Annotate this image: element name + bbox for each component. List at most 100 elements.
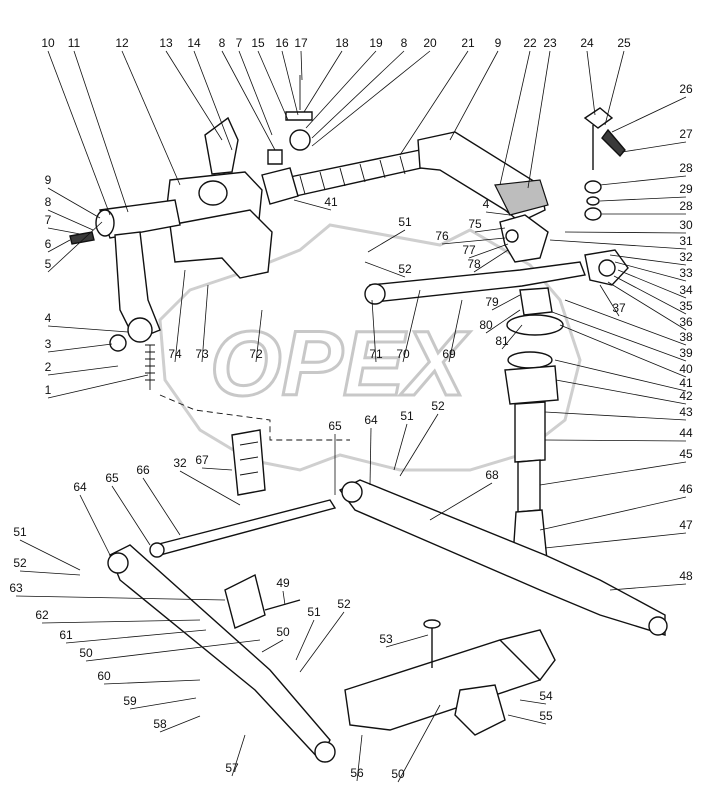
callout-30: 30 [679, 218, 693, 232]
callout-32a: 32 [679, 250, 693, 264]
leader-line-64b [79, 494, 111, 556]
right-lower-link [338, 479, 668, 636]
leader-line-71 [371, 299, 377, 363]
leader-line-12 [121, 50, 181, 186]
callout-48: 48 [679, 569, 693, 583]
callout-50b: 50 [276, 625, 290, 639]
callout-57: 57 [225, 761, 239, 775]
callout-39: 39 [679, 346, 693, 360]
leader-line-8a [221, 50, 276, 151]
leader-line-26 [611, 96, 687, 133]
leader-line-21 [399, 50, 469, 156]
leader-line-6 [47, 239, 71, 253]
leader-line-66 [142, 477, 181, 536]
callout-64a: 64 [364, 413, 378, 427]
leader-line-27 [621, 141, 687, 153]
leader-line-74 [174, 269, 186, 363]
callout-44: 44 [679, 426, 693, 440]
leader-line-56 [356, 734, 363, 782]
leader-line-7b [47, 227, 81, 235]
leader-line-46 [539, 496, 687, 531]
leader-line-5 [47, 221, 103, 273]
leader-line-76 [441, 237, 506, 245]
leader-line-65b [111, 485, 151, 546]
callout-55: 55 [539, 709, 553, 723]
leader-line-52c [19, 570, 81, 576]
callout-64b: 64 [73, 480, 87, 494]
callout-51d: 51 [307, 605, 321, 619]
callout-67: 67 [195, 453, 209, 467]
callout-73: 73 [195, 347, 209, 361]
callout-66: 66 [136, 463, 150, 477]
callout-35: 35 [679, 299, 693, 313]
leader-line-50a [85, 639, 261, 662]
leader-line-54 [519, 699, 547, 705]
leader-line-36 [607, 281, 687, 331]
leader-line-62 [41, 619, 201, 624]
leader-line-50b [261, 639, 284, 653]
callout-60: 60 [97, 669, 111, 683]
callout-16: 16 [275, 36, 289, 50]
callout-33: 33 [679, 266, 693, 280]
leader-line-17 [300, 50, 303, 81]
lift-rod-assembly [504, 287, 564, 573]
callout-49: 49 [276, 576, 290, 590]
callout-62: 62 [35, 608, 49, 622]
leader-line-18 [303, 50, 343, 113]
callout-21: 21 [461, 36, 475, 50]
callout-52c: 52 [13, 556, 27, 570]
leader-line-16 [281, 50, 299, 116]
leader-line-41b [293, 199, 332, 211]
leader-line-8b [311, 50, 405, 139]
leader-line-59 [129, 697, 197, 710]
callout-79: 79 [485, 295, 499, 309]
callout-28a: 28 [679, 161, 693, 175]
leader-line-52d [299, 611, 345, 673]
leader-line-40 [559, 324, 687, 378]
callout-69: 69 [442, 347, 456, 361]
callout-36: 36 [679, 315, 693, 329]
callout-52b: 52 [431, 399, 445, 413]
leader-line-30 [564, 231, 687, 234]
leader-line-14 [193, 50, 233, 151]
leader-line-42 [555, 379, 687, 405]
leader-line-73 [201, 284, 209, 363]
left-lower-link [107, 544, 336, 763]
leader-line-24 [586, 50, 596, 116]
leader-line-49 [282, 590, 286, 606]
callout-56: 56 [350, 766, 364, 780]
leader-line-4b [485, 211, 511, 216]
leader-line-20 [311, 50, 431, 147]
leader-line-64a [369, 427, 372, 486]
watermark: OPEX [158, 223, 582, 472]
callout-28b: 28 [679, 199, 693, 213]
callout-46: 46 [679, 482, 693, 496]
leader-line-34 [617, 269, 687, 299]
leader-line-41a [554, 359, 687, 392]
control-handle-assembly [583, 107, 629, 286]
leader-line-53 [385, 634, 429, 648]
leader-line-60 [103, 679, 201, 685]
callout-24: 24 [580, 36, 594, 50]
callout-38: 38 [679, 330, 693, 344]
leader-line-72 [255, 309, 263, 363]
leader-line-32a [609, 254, 687, 266]
callout-2: 2 [45, 360, 52, 374]
leader-line-19 [305, 50, 377, 129]
leader-line-77 [468, 243, 509, 259]
callout-23: 23 [543, 36, 557, 50]
leader-line-22 [499, 50, 531, 186]
leader-line-39 [551, 311, 687, 362]
leader-line-45 [539, 461, 687, 486]
leader-line-23 [527, 50, 551, 189]
leader-line-44 [544, 439, 687, 442]
callout-52d: 52 [337, 597, 351, 611]
leader-line-38 [564, 299, 687, 346]
callout-9a: 9 [495, 36, 502, 50]
upper-shaft-assembly [69, 75, 549, 390]
leader-line-37 [599, 284, 620, 317]
routing-line [159, 394, 350, 441]
callout-75: 75 [468, 217, 482, 231]
leader-line-70 [402, 289, 421, 363]
